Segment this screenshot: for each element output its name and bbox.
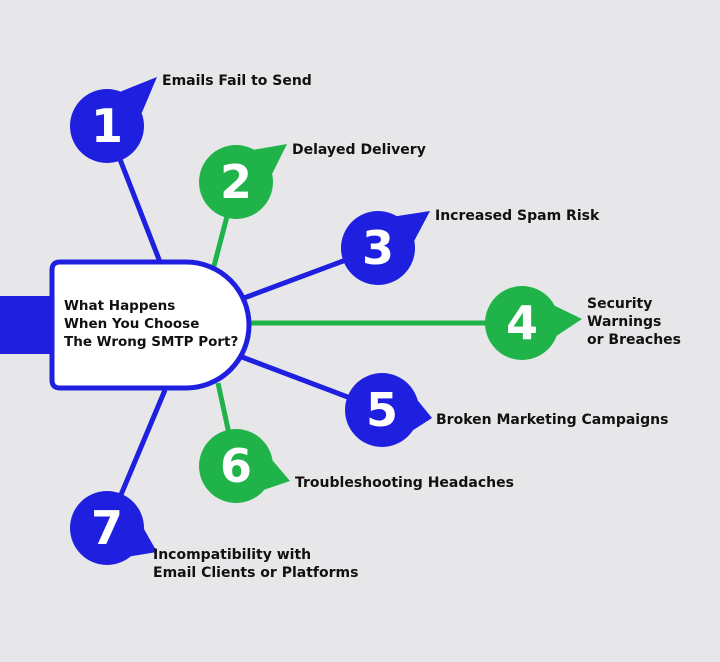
hub-title-line: What Happens: [64, 298, 176, 314]
bubble-number: 5: [366, 383, 398, 437]
hub-title-line: When You Choose: [64, 316, 200, 332]
bubble-tail: [396, 211, 430, 241]
bubble-tail: [554, 305, 582, 336]
bubble-circle: [70, 491, 144, 565]
label-line: Email Clients or Platforms: [153, 565, 359, 581]
bubble-4: 4: [485, 286, 582, 360]
bubble-number: 1: [91, 99, 123, 153]
item-label-1: Emails Fail to Send: [162, 72, 312, 90]
bubble-circle: [199, 429, 273, 503]
bubble-tail: [254, 144, 287, 174]
bubble-number: 7: [91, 501, 123, 555]
bubble-6: 6: [199, 429, 290, 503]
item-label-6: Troubleshooting Headaches: [295, 474, 514, 492]
hub-title-line: The Wrong SMTP Port?: [64, 334, 239, 350]
bubble-1: 1: [70, 77, 157, 163]
bubble-circle: [199, 145, 273, 219]
bubble-circle: [70, 89, 144, 163]
item-label-2: Delayed Delivery: [292, 141, 426, 159]
bubble-number: 2: [220, 155, 252, 209]
bubble-tail: [120, 77, 157, 114]
bubble-2: 2: [199, 144, 287, 219]
label-line: Security: [587, 296, 653, 312]
bubble-circle: [345, 373, 419, 447]
bubble-7: 7: [70, 491, 157, 565]
item-label-3: Increased Spam Risk: [435, 207, 599, 225]
bubble-number: 3: [362, 221, 394, 275]
label-line: Troubleshooting Headaches: [295, 475, 514, 491]
label-line: Broken Marketing Campaigns: [436, 412, 669, 428]
bubble-tail: [130, 529, 157, 557]
item-label-7: Incompatibility with Email Clients or Pl…: [153, 546, 358, 582]
bubble-number: 6: [220, 439, 252, 493]
label-line: Delayed Delivery: [292, 142, 426, 158]
bubble-3: 3: [341, 211, 430, 285]
bubble-circle: [341, 211, 415, 285]
bubble-circle: [485, 286, 559, 360]
label-line: Emails Fail to Send: [162, 73, 312, 89]
label-line: or Breaches: [587, 332, 682, 348]
hub-shape: [49, 259, 252, 391]
bubble-number: 4: [506, 296, 538, 350]
hub-title: What Happens When You Choose The Wrong S…: [64, 297, 239, 351]
item-label-5: Broken Marketing Campaigns: [436, 411, 668, 429]
item-label-4: Security Warnings or Breaches: [587, 295, 681, 349]
hub-stub-bar: [0, 296, 56, 354]
label-line: Incompatibility with: [153, 547, 312, 563]
label-line: Increased Spam Risk: [435, 208, 600, 224]
bubble-5: 5: [345, 373, 432, 447]
label-line: Warnings: [587, 314, 662, 330]
